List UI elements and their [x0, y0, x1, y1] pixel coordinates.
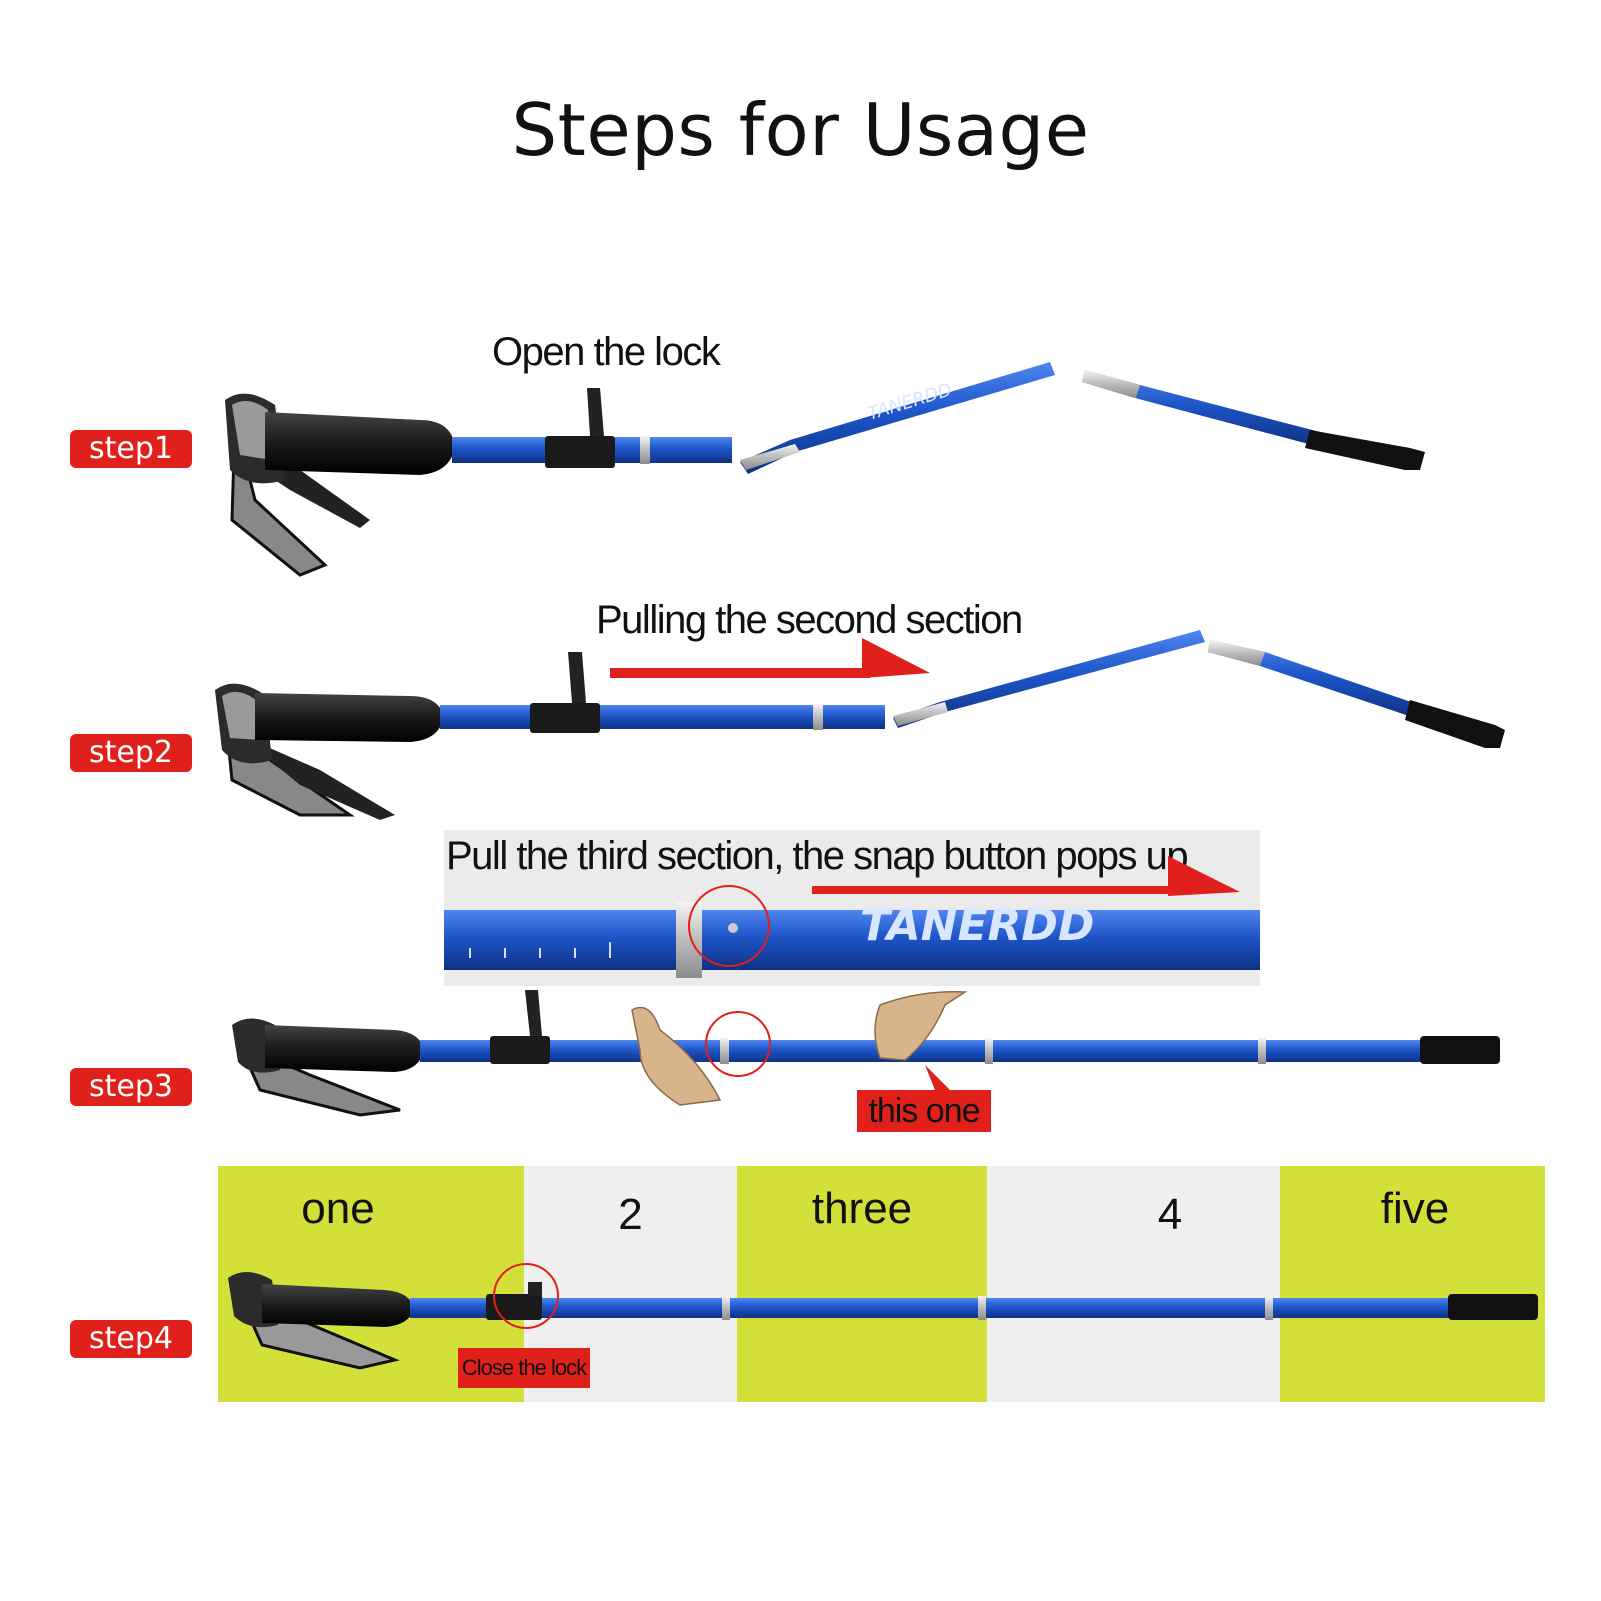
step2-pole — [215, 630, 1505, 820]
segment-band-three — [737, 1166, 987, 1402]
step1-pole: TANERDD — [225, 362, 1425, 577]
segment-band-4 — [987, 1166, 1280, 1402]
segment-label-three: three — [811, 1184, 913, 1233]
step3-caption: Pull the third section, the snap button … — [446, 834, 1189, 878]
step3-badge: step3 — [70, 1068, 192, 1106]
step1-caption: Open the lock — [492, 330, 721, 374]
step4-pole — [228, 1263, 1538, 1370]
svg-text:TANERDD: TANERDD — [860, 900, 1094, 951]
step2-badge: step2 — [70, 734, 192, 772]
page-title: Steps for Usage — [511, 88, 1090, 172]
segment-label-2: 2 — [618, 1190, 643, 1239]
step3-pole — [232, 990, 1500, 1117]
step4-badge: step4 — [70, 1320, 192, 1358]
this-one-callout: this one — [857, 1090, 991, 1132]
segment-band-five — [1280, 1166, 1545, 1402]
close-lock-callout: Close the lock — [458, 1348, 590, 1388]
step2-caption: Pulling the second section — [596, 598, 1023, 642]
segment-label-five: five — [1380, 1184, 1450, 1233]
step3-zoom-detail: TANERDD — [444, 856, 1260, 978]
segment-label-4: 4 — [1157, 1190, 1183, 1239]
segment-label-one: one — [301, 1184, 375, 1233]
step1-badge: step1 — [70, 430, 192, 468]
